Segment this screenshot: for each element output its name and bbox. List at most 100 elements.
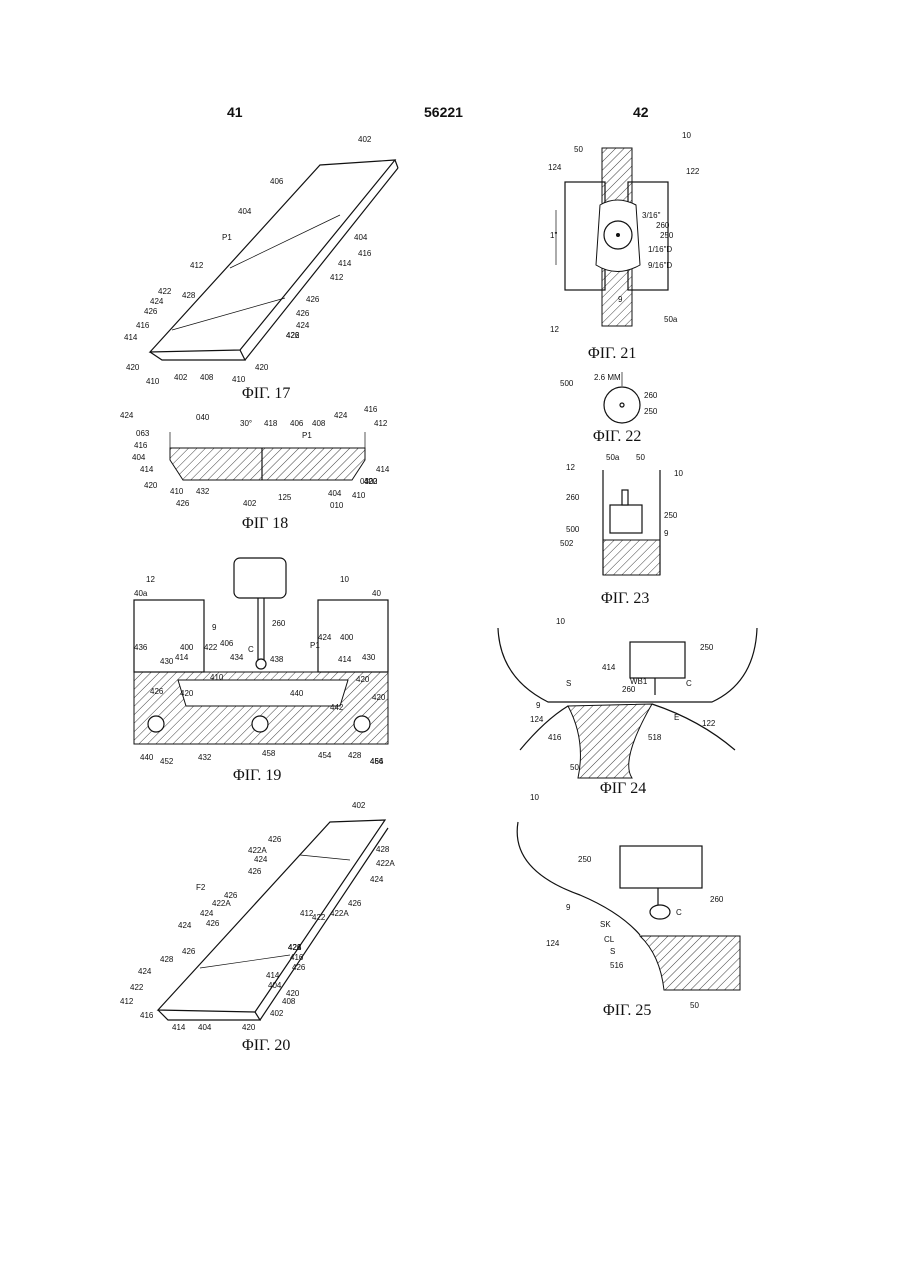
fig20-reference-label: 426 [206,919,220,928]
fig18-reference-label: 30° [240,419,252,428]
fig20-reference-label: 422 [312,913,326,922]
fig20-reference-label: 428 [376,845,390,854]
fig20-reference-label: 402 [352,801,366,810]
fig19-reference-label: 420 [372,693,386,702]
fig17-reference-label: 428 [182,291,196,300]
fig19-reference-label: 40 [372,589,381,598]
fig23-caption: ΦΙΓ. 23 [601,590,649,608]
fig19-reference-label: 464 [370,757,384,766]
fig24-reference-label: C [686,679,692,688]
fig20-reference-label: 412 [120,997,134,1006]
fig25-reference-label: SK [600,920,611,929]
fig20-labels: 402426428422A424422A426424F2426422A42442… [120,801,395,1032]
fig21-reference-label: 50 [574,145,583,154]
fig18-reference-label: 418 [264,419,278,428]
fig25-caption: ΦΙΓ. 25 [603,1002,651,1020]
fig19-reference-label: 414 [338,655,352,664]
fig25-drawing [517,822,740,990]
fig19-reference-label: 9 [212,623,217,632]
fig23-reference-label: 50 [636,453,645,462]
fig20-reference-label: 426 [292,963,306,972]
fig20-caption: ΦΙΓ. 20 [242,1037,290,1055]
fig20-reference-label: 424 [370,875,384,884]
fig17-reference-label: 414 [124,333,138,342]
fig19-reference-label: 10 [340,575,349,584]
fig17-drawing [150,160,398,360]
fig18-reference-label: 414 [140,465,154,474]
fig17-reference-label: 402 [358,135,372,144]
fig17-reference-label: 426 [296,309,310,318]
fig21-reference-label: 124 [548,163,562,172]
fig19-reference-label: 12 [146,575,155,584]
fig18-reference-label: 040 [196,413,210,422]
fig19-reference-label: 428 [348,751,362,760]
fig20-reference-label: 422 [130,983,144,992]
fig22-reference-label: 250 [644,407,658,416]
fig17-reference-label: 408 [200,373,214,382]
fig18-reference-label: 010 [330,501,344,510]
fig19-reference-label: 442 [330,703,344,712]
fig18-caption: ΦΙΓ 18 [242,515,288,533]
fig20-reference-label: 414 [266,971,280,980]
fig17-reference-label: 416 [136,321,150,330]
fig22-reference-label: 260 [644,391,658,400]
fig17-reference-label: 426 [286,331,300,340]
fig18-reference-label: 420 [144,481,158,490]
fig19-reference-label: 436 [134,643,148,652]
fig22-caption: ΦΙΓ. 22 [593,428,641,446]
fig18-reference-label: 125 [278,493,292,502]
fig24-caption: ΦΙΓ 24 [600,780,646,798]
fig18-reference-label: P1 [302,431,312,440]
fig24-reference-label: 250 [700,643,714,652]
fig20-reference-label: 426 [248,867,262,876]
fig19-reference-label: 440 [140,753,154,762]
fig24-reference-label: S [566,679,571,688]
fig21-reference-label: 10 [682,131,691,140]
fig21-reference-label: 1/16"D [648,245,672,254]
fig20-reference-label: 426 [182,947,196,956]
fig24-reference-label: 10 [556,617,565,626]
fig20-reference-label: 426 [348,899,362,908]
fig20-reference-label: 424 [178,921,192,930]
fig18-reference-label: 414 [376,465,390,474]
fig19-reference-label: 454 [318,751,332,760]
fig18-reference-label: 406 [290,419,304,428]
fig23-reference-label: 500 [566,525,580,534]
fig18-reference-label: 402 [243,499,257,508]
fig20-reference-label: 404 [198,1023,212,1032]
fig18-reference-label: 424 [334,411,348,420]
fig18-reference-label: 420 [364,477,378,486]
fig19-reference-label: 430 [362,653,376,662]
fig20-reference-label: 424 [254,855,268,864]
fig21-reference-label: 9 [618,295,623,304]
fig23-reference-label: 250 [664,511,678,520]
fig22-reference-label: 500 [560,379,574,388]
fig18-reference-label: 412 [374,419,388,428]
fig20-reference-label: 420 [242,1023,256,1032]
fig20-reference-label: 424 [138,967,152,976]
fig23-reference-label: 502 [560,539,574,548]
fig20-reference-label: 416 [290,953,304,962]
fig19-reference-label: 420 [356,675,370,684]
fig20-reference-label: 414 [172,1023,186,1032]
fig17-reference-label: 412 [330,273,344,282]
fig20-reference-label: 408 [282,997,296,1006]
fig19-reference-label: 432 [198,753,212,762]
fig18-reference-label: 432 [196,487,210,496]
fig20-reference-label: 422A [376,859,395,868]
fig21-reference-label: 260 [656,221,670,230]
fig20-drawing [158,820,388,1020]
fig23-reference-label: 9 [664,529,669,538]
fig18-drawing [170,432,365,480]
fig17-reference-label: 412 [190,261,204,270]
fig17-reference-label: P1 [222,233,232,242]
fig17-reference-label: 426 [144,307,158,316]
fig18-reference-label: 416 [134,441,148,450]
fig25-reference-label: 516 [610,961,624,970]
fig17-reference-label: 426 [306,295,320,304]
fig20-reference-label: 422 [288,943,302,952]
fig22-reference-label: 2.6 MM [594,373,621,382]
fig17-reference-label: 420 [255,363,269,372]
fig23-reference-label: 10 [674,469,683,478]
fig17-reference-label: 420 [126,363,140,372]
